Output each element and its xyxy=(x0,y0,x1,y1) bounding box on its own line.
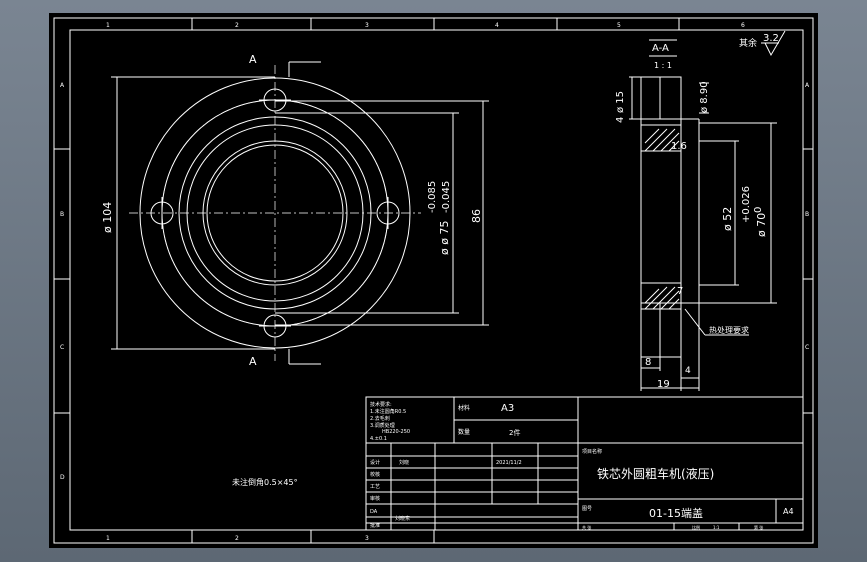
ratio-label: 比例 xyxy=(692,524,700,530)
project-name: 铁芯外圆粗车机(液压) xyxy=(597,466,714,481)
zone-right-b: B xyxy=(805,211,809,218)
dim-d104: ø 104 xyxy=(101,202,114,233)
dim-19: 19 xyxy=(657,379,670,390)
section-scale: 1 : 1 xyxy=(654,61,672,70)
dim-d890: ø 8.90 xyxy=(699,81,710,113)
dim-4-bottom: 4 xyxy=(685,366,691,376)
section-view xyxy=(629,30,786,391)
tech-note-5: 4.±0.1 xyxy=(370,436,387,442)
drawing-number: 01-15端盖 xyxy=(649,506,703,520)
dim-d15: ø 15 xyxy=(615,91,626,113)
zone-bottom-2: 2 xyxy=(235,535,239,542)
drawing-sheet: 1 2 3 4 5 6 1 2 3 A B C D A B C xyxy=(49,13,818,548)
ratio-value: 1:1 xyxy=(713,525,720,530)
dim-d52: ø 52 xyxy=(721,207,734,231)
row-design: 设计 xyxy=(370,459,380,466)
row-craft: 工艺 xyxy=(370,484,380,490)
tech-note-1: 1.未注圆角R0.5 xyxy=(370,408,406,415)
front-view xyxy=(111,61,489,365)
zone-left-a: A xyxy=(60,82,65,89)
sheet-count: 共 张 xyxy=(582,524,591,530)
zone-top-1: 1 xyxy=(106,22,110,29)
tech-note-4: HB220-250 xyxy=(382,429,410,435)
figure-label: 图号 xyxy=(582,506,592,512)
material-value: A3 xyxy=(501,403,514,414)
dim-7: 7 xyxy=(677,286,683,297)
sheet-size: A4 xyxy=(783,507,794,516)
qty-label: 数量 xyxy=(458,428,470,436)
dim-tol-lower: -0.045 xyxy=(441,181,452,213)
title-block xyxy=(365,396,804,531)
roughness-value: 3.2 xyxy=(763,33,779,44)
dim-d86: 86 xyxy=(470,209,483,223)
dim-tol-upper: -0.085 xyxy=(427,181,438,213)
chamfer-note: 未注倒角0.5×45° xyxy=(232,477,298,487)
zone-left-b: B xyxy=(60,211,64,218)
heat-treat-note: 热处理要求 xyxy=(709,325,749,335)
drawer-name: 刘晓东 xyxy=(395,515,410,522)
radius-16: 1.6 xyxy=(671,141,687,152)
zone-left-c: C xyxy=(60,344,64,351)
dim-d70-lower: 0 xyxy=(753,207,764,213)
tech-note-0: 技术要求: xyxy=(370,401,392,408)
designer-name: 刘晓 xyxy=(399,459,409,466)
dim-d75: ø ø 75 xyxy=(438,221,451,255)
section-name: A-A xyxy=(652,43,669,54)
project-label: 项目名称 xyxy=(582,448,602,455)
dim-d70-upper: +0.026 xyxy=(741,186,752,223)
zone-right-c: C xyxy=(805,344,809,351)
section-mark-bottom: A xyxy=(249,355,257,368)
tech-note-3: 3.调质处理 xyxy=(370,422,395,429)
row-check-a: 校核 xyxy=(370,471,380,478)
section-mark-top: A xyxy=(249,53,257,66)
material-label: 材料 xyxy=(458,404,470,412)
zone-right-a: A xyxy=(805,82,810,89)
dim-4: 4 xyxy=(615,117,626,123)
row-da: DA xyxy=(370,509,378,515)
design-date: 2021/11/2 xyxy=(496,460,522,466)
zone-bottom-1: 1 xyxy=(106,535,110,542)
zone-top-3: 3 xyxy=(365,22,369,29)
page-number: 第 张 xyxy=(754,524,763,530)
zone-top-2: 2 xyxy=(235,22,239,29)
roughness-label: 其余 xyxy=(739,37,757,49)
tech-note-2: 2.去毛刺 xyxy=(370,415,390,422)
drawing-canvas: 1 2 3 4 5 6 1 2 3 A B C D A B C xyxy=(53,17,814,544)
row-approve: 批准 xyxy=(370,522,380,529)
row-check: 审核 xyxy=(370,495,380,502)
zone-top-5: 5 xyxy=(617,22,621,29)
zone-left-d: D xyxy=(60,474,65,481)
inner-border xyxy=(69,29,804,531)
zone-ticks xyxy=(54,18,813,543)
qty-value: 2件 xyxy=(509,428,520,437)
zone-bottom-3: 3 xyxy=(365,535,369,542)
dim-d70: ø 70 xyxy=(755,213,768,237)
dim-8: 8 xyxy=(645,357,651,368)
zone-top-4: 4 xyxy=(495,22,499,29)
zone-top-6: 6 xyxy=(741,22,745,29)
